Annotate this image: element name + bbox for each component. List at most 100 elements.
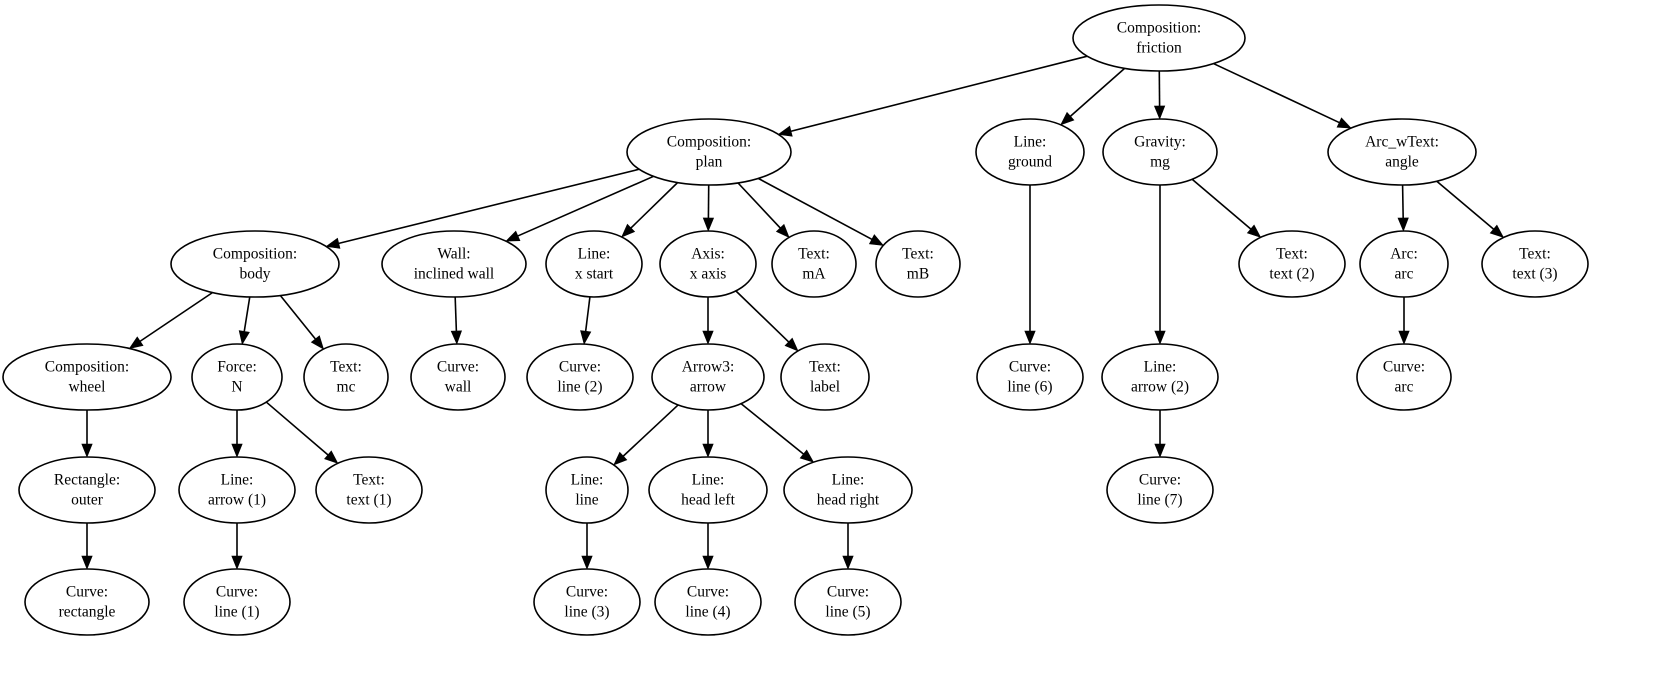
edge-arrow3-to-line (613, 404, 679, 466)
node-outer[interactable]: Rectangle:outer (18, 456, 156, 524)
node-mg[interactable]: Gravity:mg (1102, 118, 1218, 186)
node-ellipse[interactable] (1359, 230, 1449, 298)
node-ellipse[interactable] (1101, 343, 1219, 411)
node-ellipse[interactable] (545, 456, 629, 524)
node-text1[interactable]: Text:text (1) (315, 456, 423, 524)
arrowhead-icon (238, 330, 250, 346)
node-line3[interactable]: Curve:line (3) (533, 568, 641, 636)
edge-line (1436, 180, 1495, 230)
node-text3[interactable]: Text:text (3) (1481, 230, 1589, 298)
node-arcleaf[interactable]: Curve:arc (1356, 343, 1452, 411)
node-ellipse[interactable] (191, 343, 283, 411)
node-ellipse[interactable] (654, 568, 762, 636)
node-label-name: text (1) (346, 492, 391, 509)
node-ellipse[interactable] (410, 343, 506, 411)
node-arc[interactable]: Arc:arc (1359, 230, 1449, 298)
node-label-name: wall (445, 379, 472, 396)
node-line4[interactable]: Curve:line (4) (654, 568, 762, 636)
node-ellipse[interactable] (2, 343, 172, 411)
node-ellipse[interactable] (1238, 230, 1346, 298)
node-ellipse[interactable] (780, 343, 870, 411)
node-text2[interactable]: Text:text (2) (1238, 230, 1346, 298)
node-ellipse[interactable] (651, 343, 765, 411)
node-xaxis[interactable]: Axis: x axis (659, 230, 757, 298)
node-label-name: arc (1395, 266, 1414, 283)
node-ellipse[interactable] (648, 456, 768, 524)
arrowhead-icon (775, 223, 790, 239)
node-ellipse[interactable] (794, 568, 902, 636)
node-mB[interactable]: Text:mB (875, 230, 961, 298)
node-arrow1[interactable]: Line:arrow (1) (178, 456, 296, 524)
node-line5[interactable]: Curve:line (5) (794, 568, 902, 636)
node-ellipse[interactable] (976, 343, 1084, 411)
edge-wheel-to-outer (81, 410, 93, 458)
node-label-type: Axis: (691, 246, 725, 263)
arrowhead-icon (450, 330, 463, 345)
node-rectangle[interactable]: Curve:rectangle (24, 568, 150, 636)
node-ellipse[interactable] (1327, 118, 1477, 186)
node-label-type: Composition: (667, 134, 751, 151)
node-label-name: plan (696, 154, 723, 171)
node-label-type: Line: (832, 472, 865, 489)
node-line1[interactable]: Curve:line (1) (183, 568, 291, 636)
node-ellipse[interactable] (545, 230, 643, 298)
node-label-name: wheel (68, 379, 105, 396)
node-ellipse[interactable] (526, 343, 634, 411)
node-ellipse[interactable] (975, 118, 1085, 186)
arrowhead-icon (777, 125, 793, 137)
node-arrow2[interactable]: Line:arrow (2) (1101, 343, 1219, 411)
node-ellipse[interactable] (315, 456, 423, 524)
node-ellipse[interactable] (533, 568, 641, 636)
node-wall[interactable]: Curve: wall (410, 343, 506, 411)
node-headleft[interactable]: Line:head left (648, 456, 768, 524)
node-wheel[interactable]: Composition:wheel (2, 343, 172, 411)
node-plan[interactable]: Composition: plan (626, 118, 792, 186)
node-ellipse[interactable] (24, 568, 150, 636)
arrowhead-icon (581, 555, 593, 570)
node-ellipse[interactable] (783, 456, 913, 524)
node-ellipse[interactable] (626, 118, 792, 186)
node-label-type: Text: (902, 246, 934, 263)
node-label-name: arrow (1) (208, 492, 266, 509)
node-mc[interactable]: Text:mc (303, 343, 389, 411)
node-label-type: Curve: (437, 359, 479, 376)
node-ellipse[interactable] (659, 230, 757, 298)
node-line2[interactable]: Curve:line (2) (526, 343, 634, 411)
node-N[interactable]: Force:N (191, 343, 283, 411)
node-friction[interactable]: Composition:friction (1072, 4, 1246, 72)
node-ellipse[interactable] (303, 343, 389, 411)
node-label-type: Curve: (1383, 359, 1425, 376)
node-ellipse[interactable] (183, 568, 291, 636)
node-ellipse[interactable] (1481, 230, 1589, 298)
node-ellipse[interactable] (1106, 456, 1214, 524)
node-angle[interactable]: Arc_wText:angle (1327, 118, 1477, 186)
node-ellipse[interactable] (381, 230, 527, 298)
node-line6[interactable]: Curve:line (6) (976, 343, 1084, 411)
node-label[interactable]: Text:label (780, 343, 870, 411)
arrowhead-icon (784, 337, 799, 352)
node-xstart[interactable]: Line:x start (545, 230, 643, 298)
node-arrow3[interactable]: Arrow3:arrow (651, 343, 765, 411)
node-inclinedwall[interactable]: Wall:inclined wall (381, 230, 527, 298)
node-label-type: Curve: (1009, 359, 1051, 376)
node-ellipse[interactable] (170, 230, 340, 298)
arrowhead-icon (505, 230, 521, 242)
node-label-type: Arc_wText: (1365, 134, 1439, 151)
node-label-name: x axis (690, 266, 727, 283)
node-ellipse[interactable] (178, 456, 296, 524)
node-ellipse[interactable] (1102, 118, 1218, 186)
node-mA[interactable]: Text:mA (771, 230, 857, 298)
node-ellipse[interactable] (875, 230, 961, 298)
node-ellipse[interactable] (18, 456, 156, 524)
node-ellipse[interactable] (771, 230, 857, 298)
node-ellipse[interactable] (1072, 4, 1246, 72)
node-ground[interactable]: Line:ground (975, 118, 1085, 186)
node-label-type: Line: (692, 472, 725, 489)
node-body[interactable]: Composition:body (170, 230, 340, 298)
node-line[interactable]: Line:line (545, 456, 629, 524)
arrowhead-icon (702, 555, 714, 570)
node-line7[interactable]: Curve:line (7) (1106, 456, 1214, 524)
node-ellipse[interactable] (1356, 343, 1452, 411)
node-headright[interactable]: Line:head right (783, 456, 913, 524)
arrowhead-icon (1246, 224, 1262, 238)
